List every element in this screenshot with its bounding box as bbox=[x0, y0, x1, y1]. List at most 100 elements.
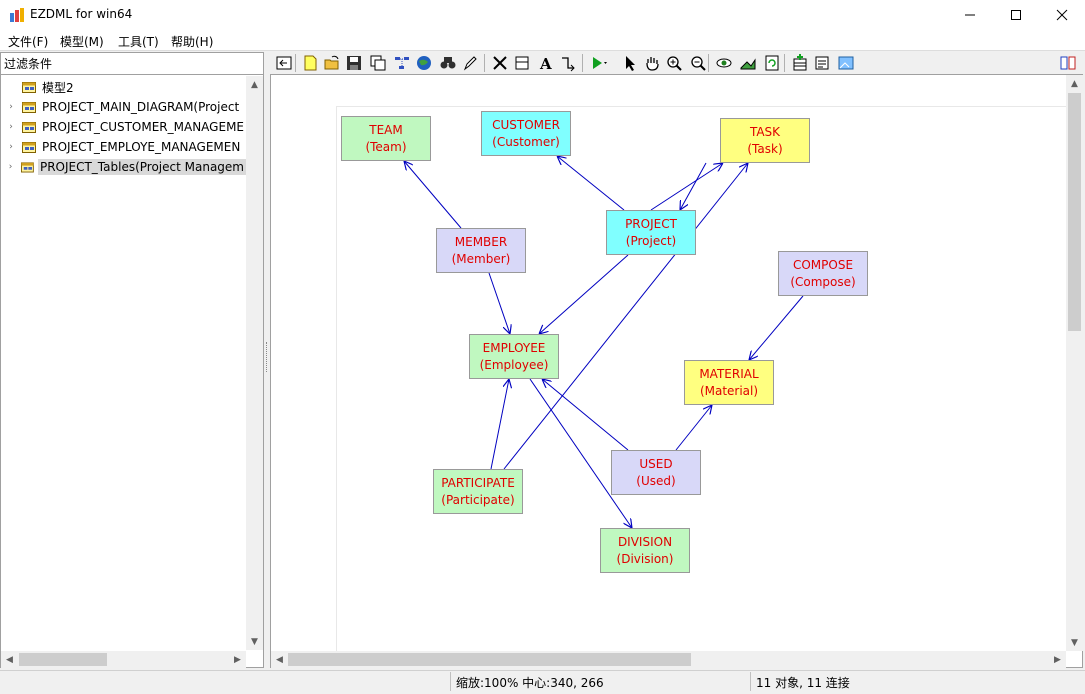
entity-caption: (Team) bbox=[365, 139, 407, 154]
status-divider bbox=[750, 672, 751, 691]
maximize-icon bbox=[1011, 10, 1021, 20]
close-button[interactable] bbox=[1039, 0, 1085, 30]
canvas-hscroll-thumb[interactable] bbox=[288, 653, 691, 666]
layout-button[interactable] bbox=[392, 54, 412, 72]
entity-caption: (Customer) bbox=[492, 134, 560, 149]
run-button[interactable] bbox=[588, 54, 608, 72]
open-icon bbox=[324, 55, 339, 70]
toolbar-separator bbox=[484, 54, 485, 72]
text-button[interactable]: A bbox=[536, 54, 556, 72]
tree-hscroll-thumb[interactable] bbox=[19, 653, 107, 666]
tree-item[interactable]: › PROJECT_EMPLOYE_MANAGEMEN bbox=[0, 137, 246, 157]
entity-task[interactable]: TASK(Task) bbox=[720, 118, 810, 163]
tree-item[interactable]: › PROJECT_MAIN_DIAGRAM(Project bbox=[0, 97, 246, 117]
scroll-left-icon[interactable]: ◀ bbox=[6, 654, 13, 665]
entity-team[interactable]: TEAM(Team) bbox=[341, 116, 431, 161]
copy-button[interactable] bbox=[368, 54, 388, 72]
scroll-right-icon[interactable]: ▶ bbox=[234, 654, 241, 665]
entity-caption: (Employee) bbox=[479, 357, 549, 372]
scroll-up-icon[interactable]: ▲ bbox=[251, 79, 258, 90]
save-button[interactable] bbox=[344, 54, 364, 72]
zoom-out-button[interactable] bbox=[688, 54, 708, 72]
status-object-count: 11 对象, 11 连接 bbox=[756, 676, 850, 690]
tree-item-label: PROJECT_EMPLOYE_MANAGEMEN bbox=[42, 140, 241, 154]
menu-file[interactable]: 文件(F) bbox=[8, 35, 49, 49]
link-button[interactable] bbox=[558, 54, 578, 72]
expand-chevron-icon[interactable]: › bbox=[8, 162, 13, 172]
scroll-down-icon[interactable]: ▼ bbox=[251, 636, 258, 647]
frame-button[interactable] bbox=[512, 54, 532, 72]
delete-icon bbox=[493, 56, 507, 70]
expand-chevron-icon[interactable]: › bbox=[9, 142, 13, 152]
find-button[interactable] bbox=[438, 54, 458, 72]
splitter-grip bbox=[266, 342, 269, 372]
expand-chevron-icon[interactable]: › bbox=[9, 102, 13, 112]
tree-item-label: PROJECT_MAIN_DIAGRAM(Project bbox=[42, 100, 240, 114]
tree-item-label: PROJECT_CUSTOMER_MANAGEME bbox=[41, 120, 244, 134]
pointer-button[interactable] bbox=[620, 54, 640, 72]
menu-help[interactable]: 帮助(H) bbox=[171, 35, 214, 49]
minimize-icon bbox=[965, 14, 975, 16]
entity-caption: (Project) bbox=[625, 233, 677, 248]
tree-horizontal-scrollbar[interactable]: ◀ ▶ bbox=[1, 651, 246, 668]
minimize-button[interactable] bbox=[947, 0, 993, 30]
canvas-vscroll-thumb[interactable] bbox=[1068, 93, 1081, 331]
entity-material[interactable]: MATERIAL (Material) bbox=[684, 360, 774, 405]
entity-compose[interactable]: COMPOSE(Compose) bbox=[778, 251, 868, 296]
entity-used[interactable]: USED(Used) bbox=[611, 450, 701, 495]
globe-icon bbox=[417, 56, 431, 70]
refresh-button[interactable] bbox=[762, 54, 782, 72]
open-button[interactable] bbox=[322, 54, 342, 72]
entity-member[interactable]: MEMBER(Member) bbox=[436, 228, 526, 273]
panel-splitter[interactable] bbox=[264, 52, 270, 668]
entity-project[interactable]: PROJECT (Project) bbox=[606, 210, 696, 255]
edit-button[interactable] bbox=[460, 54, 480, 72]
diagram-canvas[interactable] bbox=[270, 74, 1083, 668]
entity-participate[interactable]: PARTICIPATE(Participate) bbox=[433, 469, 523, 514]
export-button[interactable] bbox=[738, 54, 758, 72]
text-icon: A bbox=[539, 55, 552, 72]
entity-name: MATERIAL bbox=[699, 366, 759, 381]
entity-division[interactable]: DIVISION(Division) bbox=[600, 528, 690, 573]
title-bar bbox=[0, 0, 1085, 30]
close-icon bbox=[1056, 9, 1068, 21]
hand-button[interactable] bbox=[642, 54, 662, 72]
entity-customer[interactable]: CUSTOMER(Customer) bbox=[481, 111, 571, 156]
expand-chevron-icon[interactable]: › bbox=[9, 122, 13, 132]
new-button[interactable] bbox=[300, 54, 320, 72]
menu-model[interactable]: 模型(M) bbox=[60, 35, 104, 49]
canvas-scroll-left-icon[interactable]: ◀ bbox=[276, 654, 283, 665]
tree-item[interactable]: ›PROJECT_Tables(Project Managem bbox=[0, 157, 246, 177]
canvas-horizontal-scrollbar[interactable]: ◀ ▶ bbox=[271, 651, 1066, 668]
toolbar-separator bbox=[708, 54, 709, 72]
view-button[interactable] bbox=[714, 54, 734, 72]
canvas-scroll-down-icon[interactable]: ▼ bbox=[1071, 637, 1078, 648]
image-button[interactable] bbox=[836, 54, 856, 72]
page-margin-left bbox=[336, 106, 337, 652]
delete-button[interactable] bbox=[490, 54, 510, 72]
back-button[interactable] bbox=[274, 54, 294, 72]
filter-field[interactable]: 过滤条件 bbox=[4, 57, 53, 71]
canvas-scroll-right-icon[interactable]: ▶ bbox=[1054, 654, 1061, 665]
filter-divider bbox=[1, 74, 263, 75]
page-margin-top bbox=[336, 106, 1066, 107]
add-table-button[interactable] bbox=[790, 54, 810, 72]
entity-caption: (Material) bbox=[699, 383, 759, 398]
tree-vertical-scrollbar[interactable]: ▲ ▼ bbox=[246, 76, 263, 650]
maximize-button[interactable] bbox=[993, 0, 1039, 30]
toolbar-separator bbox=[295, 54, 296, 72]
zoom-in-button[interactable] bbox=[664, 54, 684, 72]
canvas-scroll-up-icon[interactable]: ▲ bbox=[1071, 78, 1078, 89]
globe-button[interactable] bbox=[414, 54, 434, 72]
tree-item[interactable]: › PROJECT_CUSTOMER_MANAGEME bbox=[0, 117, 246, 137]
entity-name: USED bbox=[639, 456, 673, 471]
canvas-vertical-scrollbar[interactable]: ▲ ▼ bbox=[1066, 75, 1083, 651]
layout-icon bbox=[395, 57, 409, 69]
entity-employee[interactable]: EMPLOYEE(Employee) bbox=[469, 334, 559, 379]
toggle-panel-button[interactable] bbox=[1058, 54, 1078, 72]
properties-button[interactable] bbox=[812, 54, 832, 72]
entity-name: PROJECT bbox=[625, 216, 677, 231]
toolbar-separator bbox=[784, 54, 785, 72]
tree-item[interactable]: 模型2 bbox=[0, 77, 246, 97]
menu-tools[interactable]: 工具(T) bbox=[118, 35, 159, 49]
